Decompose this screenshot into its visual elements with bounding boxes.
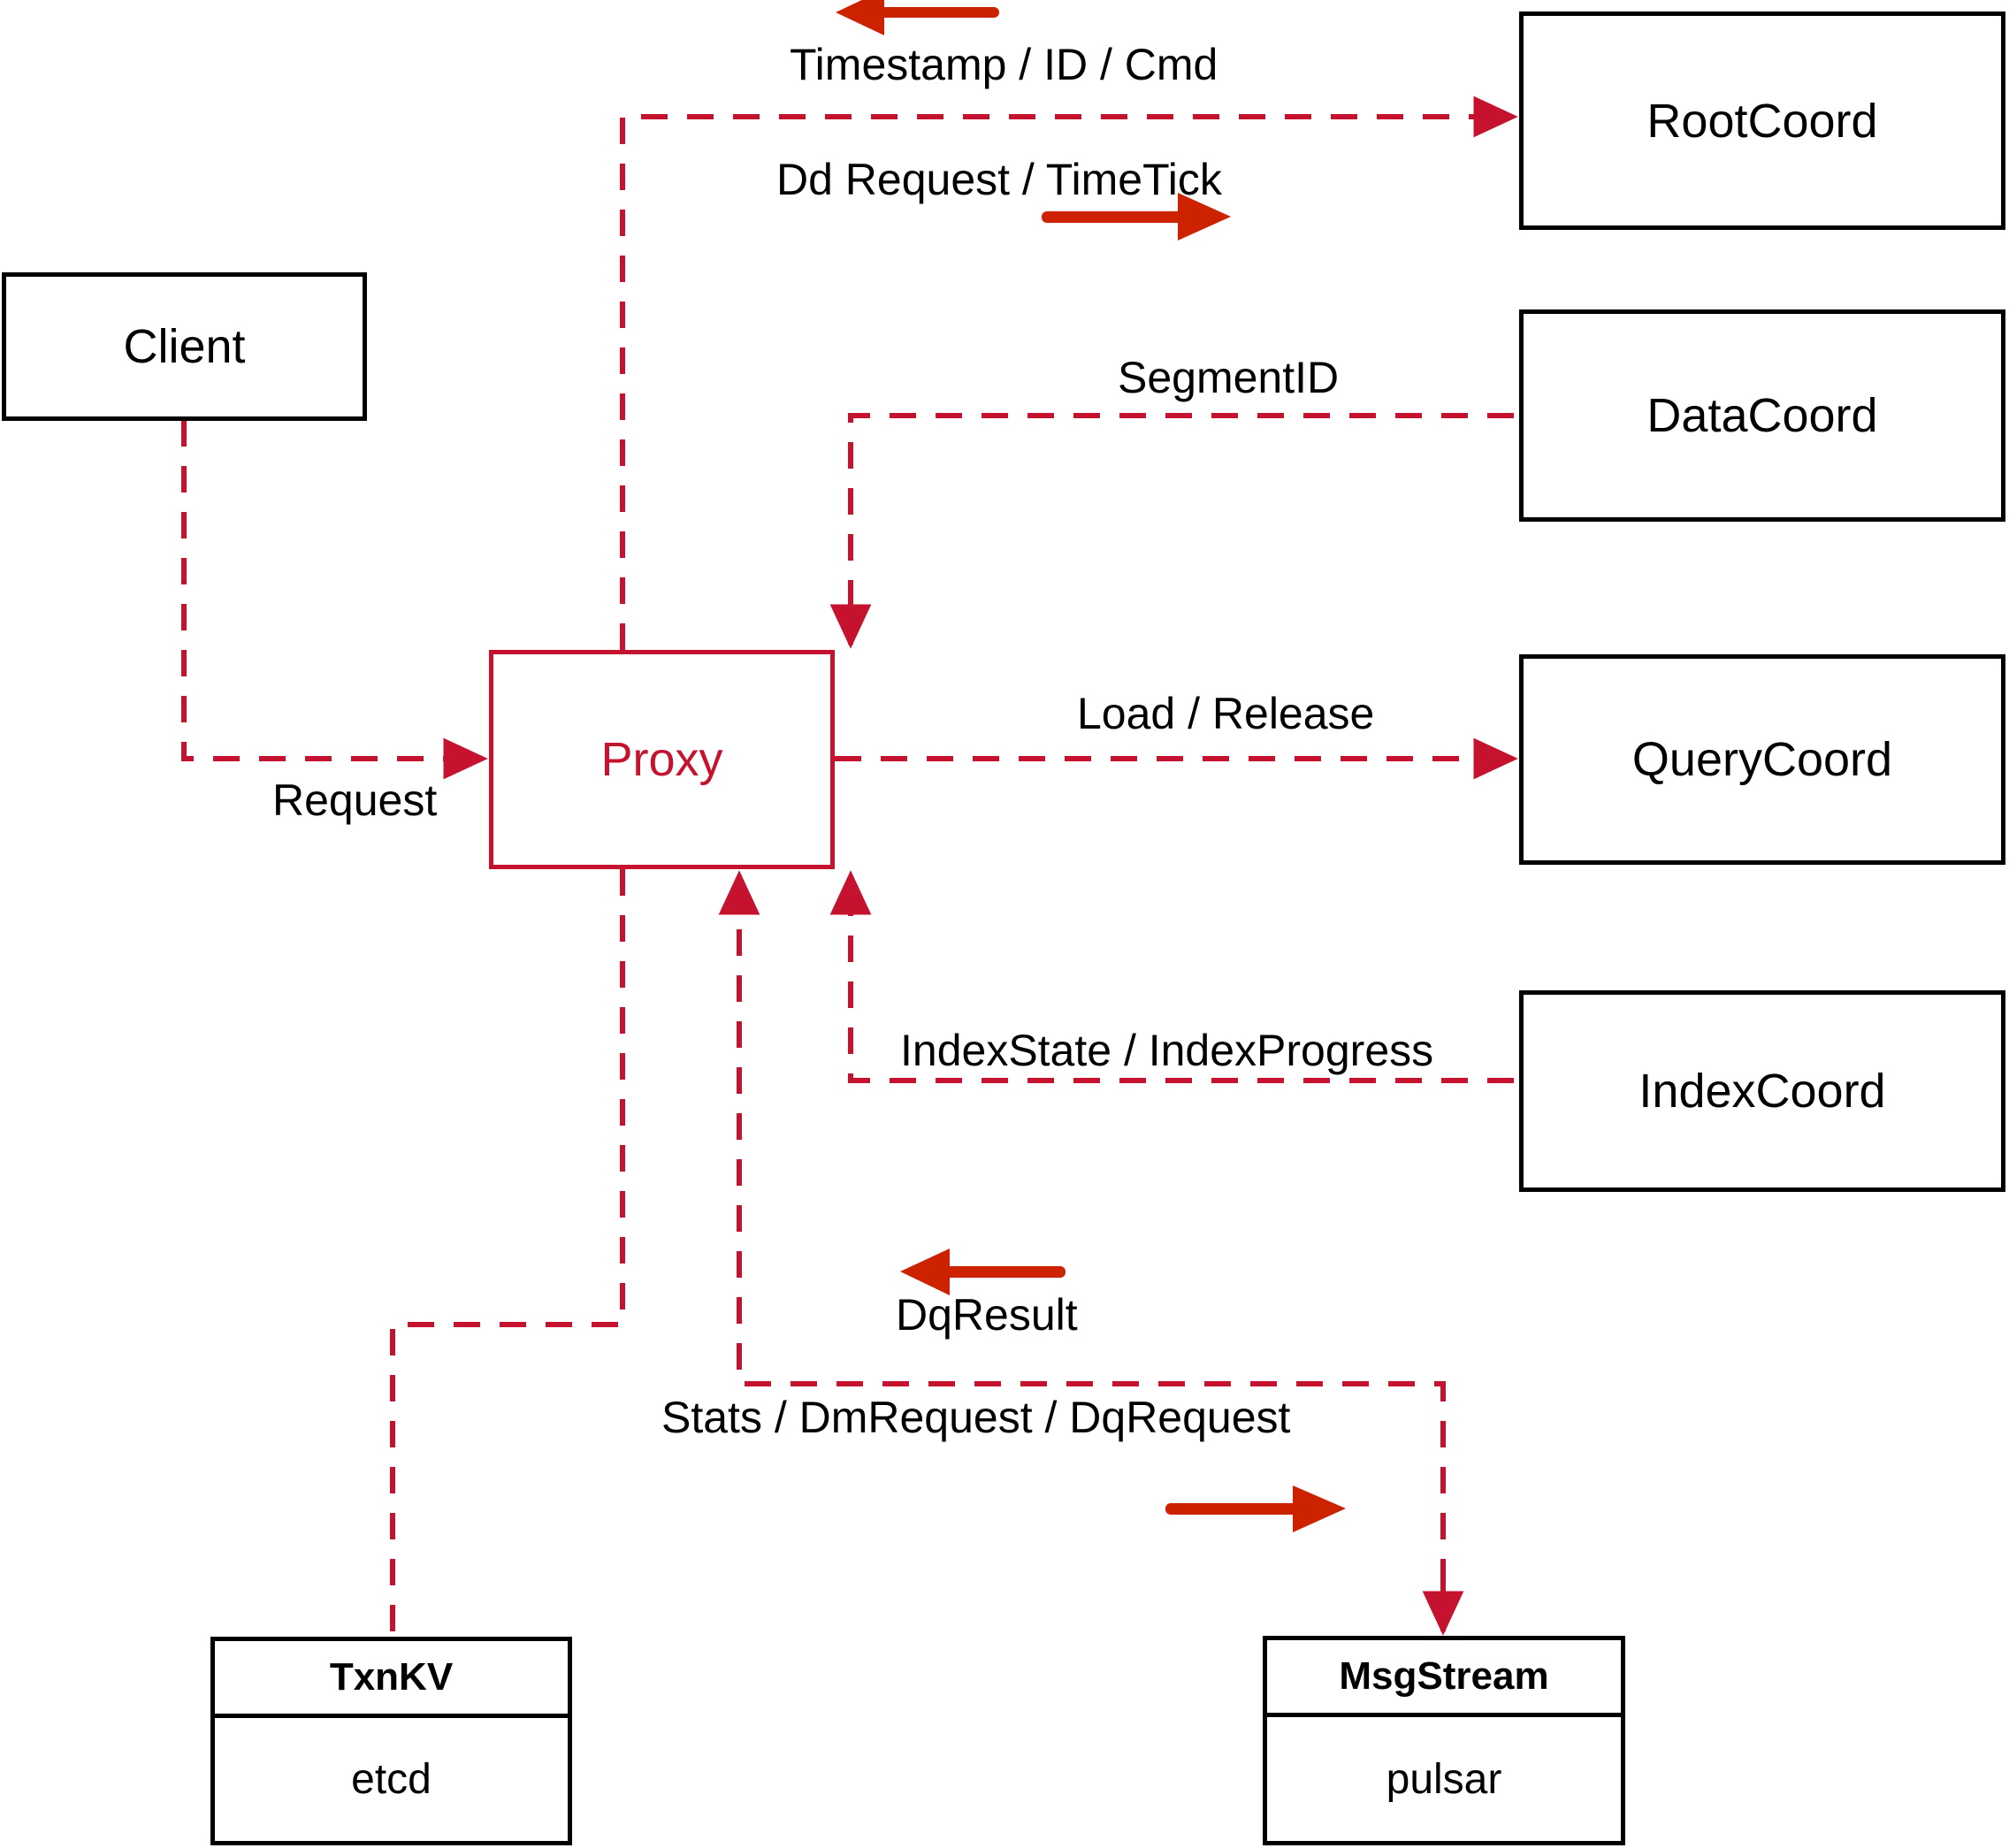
edge-client-to-proxy: [181, 420, 488, 780]
edge-label-load-release: Load / Release: [1077, 689, 1375, 738]
edge-proxy-to-rootcoord: [620, 95, 1518, 650]
node-proxy-label: Proxy: [600, 733, 723, 786]
dd-request-timetick-direction-arrow-icon: [1042, 193, 1231, 241]
edge-label-timestamp-id-cmd: Timestamp / ID / Cmd: [790, 40, 1218, 89]
edge-label-segment-id: SegmentID: [1118, 353, 1340, 402]
edge-label-index-state-progress: IndexState / IndexProgress: [900, 1026, 1434, 1075]
node-querycoord[interactable]: QueryCoord: [1519, 654, 2005, 865]
dq-result-direction-arrow-icon: [900, 1249, 1066, 1295]
edge-label-dq-result: DqResult: [896, 1290, 1078, 1340]
node-txnkv[interactable]: TxnKV etcd: [210, 1637, 572, 1845]
node-msgstream-impl: pulsar: [1386, 1755, 1502, 1803]
node-querycoord-label: QueryCoord: [1631, 733, 1893, 786]
node-txnkv-title: TxnKV: [215, 1641, 568, 1718]
edge-msgstream-to-proxy: [718, 870, 1446, 1631]
node-msgstream-title: MsgStream: [1267, 1640, 1621, 1717]
node-rootcoord-label: RootCoord: [1646, 94, 1878, 148]
node-txnkv-impl: etcd: [351, 1756, 432, 1803]
edge-label-stats-dm-dq-request: Stats / DmRequest / DqRequest: [661, 1393, 1291, 1442]
stats-dm-dq-request-direction-arrow-icon: [1165, 1485, 1346, 1532]
edge-label-request: Request: [272, 775, 438, 825]
edge-indexcoord-to-proxy: [829, 870, 1514, 1083]
timestamp-id-cmd-direction-arrow-icon: [836, 0, 999, 35]
node-proxy[interactable]: Proxy: [489, 650, 835, 869]
edge-proxy-to-txnkv: [390, 869, 625, 1637]
node-client[interactable]: Client: [2, 272, 367, 421]
edge-datacoord-to-proxy: [829, 413, 1514, 649]
node-datacoord-label: DataCoord: [1646, 389, 1878, 442]
node-client-label: Client: [123, 320, 246, 373]
node-rootcoord[interactable]: RootCoord: [1519, 11, 2005, 230]
node-msgstream[interactable]: MsgStream pulsar: [1263, 1636, 1625, 1845]
node-datacoord[interactable]: DataCoord: [1519, 309, 2005, 522]
node-indexcoord-label: IndexCoord: [1639, 1065, 1886, 1118]
node-indexcoord[interactable]: IndexCoord: [1519, 990, 2005, 1192]
edge-label-dd-request-timetick: Dd Request / TimeTick: [776, 155, 1222, 204]
